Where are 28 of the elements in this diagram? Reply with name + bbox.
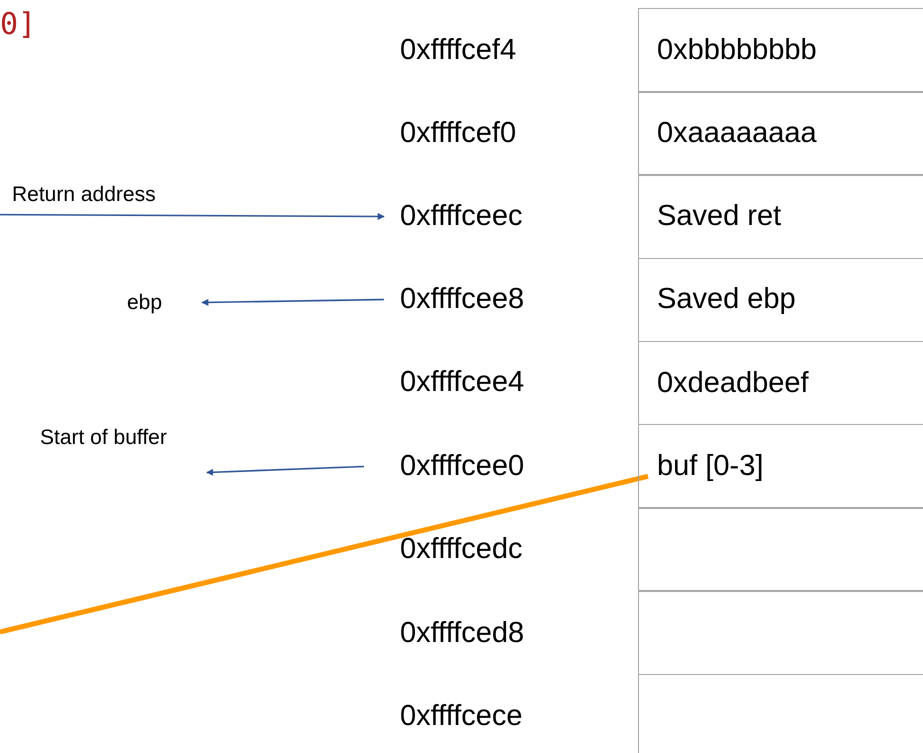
memory-address: 0xffffcee0 bbox=[400, 452, 524, 481]
code-text: 0] bbox=[0, 10, 36, 40]
memory-address: 0xffffcedc bbox=[400, 535, 523, 564]
memory-address: 0xffffcece bbox=[400, 702, 523, 731]
stack-cell bbox=[638, 507, 923, 592]
arrow bbox=[206, 466, 364, 476]
cell-value: buf [0-3] bbox=[657, 450, 764, 483]
cell-value: 0xdeadbeef bbox=[657, 366, 809, 400]
memory-address: 0xffffced8 bbox=[400, 619, 524, 648]
memory-address: 0xffffcee8 bbox=[400, 285, 524, 314]
memory-address: 0xffffcef0 bbox=[400, 119, 516, 148]
annotation-text: Start of buffer bbox=[40, 427, 167, 448]
annotation-text: Return address bbox=[12, 184, 156, 205]
cell-value: 0xaaaaaaaa bbox=[657, 117, 817, 150]
stack-cell bbox=[638, 91, 923, 176]
memory-address: 0xffffcee4 bbox=[400, 368, 524, 397]
arrow bbox=[201, 298, 384, 306]
stack-cell bbox=[638, 424, 923, 509]
cell-value: Saved ret bbox=[657, 200, 782, 234]
cell-value: Saved ebp bbox=[657, 283, 796, 316]
cell-value: 0xbbbbbbbb bbox=[657, 34, 817, 67]
memory-address: 0xffffceec bbox=[400, 202, 523, 231]
memory-address: 0xffffcef4 bbox=[400, 36, 516, 65]
stack-cell bbox=[638, 174, 923, 260]
stack-cell bbox=[638, 590, 923, 676]
stack-cell bbox=[638, 8, 923, 93]
annotation-text: ebp bbox=[127, 292, 162, 313]
arrow bbox=[0, 212, 385, 220]
